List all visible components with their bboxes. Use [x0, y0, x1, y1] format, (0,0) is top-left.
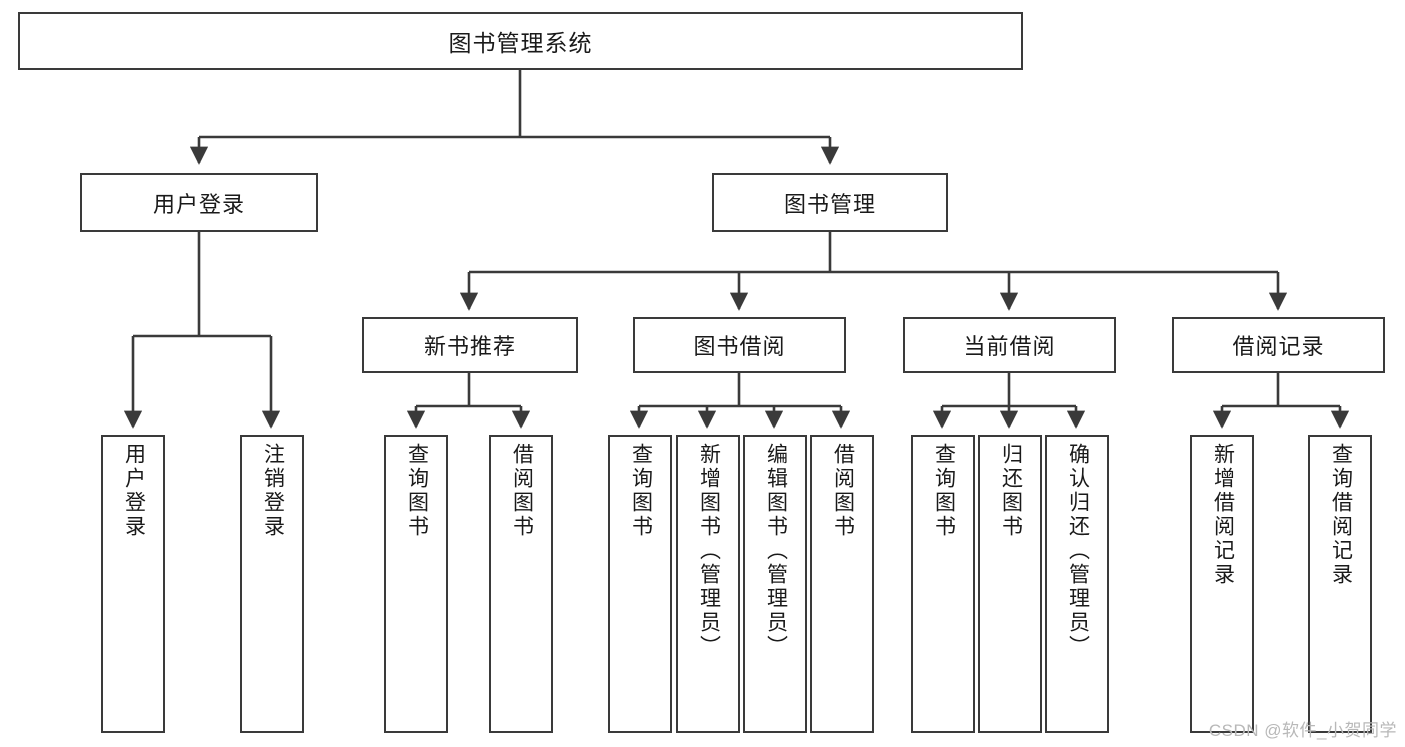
- leaf-record-query-borrow-record[interactable]: 查询借阅记录: [1308, 435, 1372, 733]
- node-label: 确认归还（管理员）: [1066, 443, 1090, 659]
- node-label: 查询图书: [405, 443, 429, 539]
- leaf-user-login-login[interactable]: 用户登录: [101, 435, 165, 733]
- node-label: 图书管理: [783, 191, 876, 217]
- csdn-watermark: CSDN @软件_小贺同学: [1208, 721, 1397, 740]
- leaf-current-confirm-return-admin[interactable]: 确认归还（管理员）: [1045, 435, 1109, 733]
- node-label: 用户登录: [122, 443, 146, 539]
- node-label: 用户登录: [152, 191, 245, 217]
- node-label: 新增借阅记录: [1211, 443, 1235, 587]
- node-label: 编辑图书（管理员）: [764, 443, 788, 659]
- node-new-book-recommendation[interactable]: 新书推荐: [362, 317, 578, 373]
- node-label: 图书管理系统: [448, 30, 593, 56]
- leaf-new-book-query-book[interactable]: 查询图书: [384, 435, 448, 733]
- node-label: 查询图书: [629, 443, 653, 539]
- node-label: 查询图书: [932, 443, 956, 539]
- node-label: 新增图书（管理员）: [697, 443, 721, 659]
- node-current-borrow[interactable]: 当前借阅: [903, 317, 1116, 373]
- node-label: 借阅图书: [831, 443, 855, 539]
- leaf-current-return-book[interactable]: 归还图书: [978, 435, 1042, 733]
- leaf-borrow-add-book-admin[interactable]: 新增图书（管理员）: [676, 435, 740, 733]
- node-label: 注销登录: [261, 443, 285, 539]
- leaf-current-query-book[interactable]: 查询图书: [911, 435, 975, 733]
- node-label: 新书推荐: [423, 334, 516, 359]
- leaf-borrow-borrow-book[interactable]: 借阅图书: [810, 435, 874, 733]
- node-label: 查询借阅记录: [1329, 443, 1353, 587]
- node-borrow-record[interactable]: 借阅记录: [1172, 317, 1385, 373]
- node-label: 归还图书: [999, 443, 1023, 539]
- node-label: 图书借阅: [693, 334, 786, 359]
- node-book-management[interactable]: 图书管理: [712, 173, 948, 232]
- node-book-borrow[interactable]: 图书借阅: [633, 317, 846, 373]
- node-label: 当前借阅: [963, 334, 1056, 359]
- node-root-book-management-system[interactable]: 图书管理系统: [18, 12, 1023, 70]
- leaf-new-book-borrow-book[interactable]: 借阅图书: [489, 435, 553, 733]
- node-user-login[interactable]: 用户登录: [80, 173, 318, 232]
- node-label: 借阅记录: [1232, 334, 1325, 359]
- leaf-borrow-edit-book-admin[interactable]: 编辑图书（管理员）: [743, 435, 807, 733]
- leaf-record-add-borrow-record[interactable]: 新增借阅记录: [1190, 435, 1254, 733]
- leaf-user-login-logout[interactable]: 注销登录: [240, 435, 304, 733]
- node-label: 借阅图书: [510, 443, 534, 539]
- leaf-borrow-query-book[interactable]: 查询图书: [608, 435, 672, 733]
